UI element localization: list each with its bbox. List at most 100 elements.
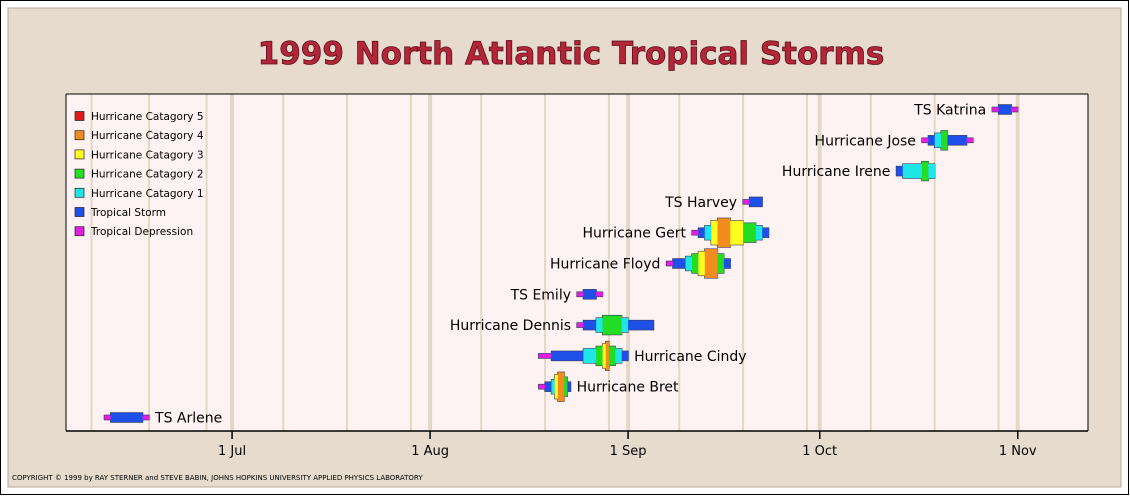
- storm-track-1: [538, 371, 572, 402]
- x-axis-ticks: 1 Jul 1 Aug 1 Sep 1 Oct 1 Nov: [218, 431, 1037, 459]
- storm-4-segment-2: [596, 292, 603, 297]
- storm-9-segment-3: [941, 130, 948, 150]
- storm-5-segment-2: [685, 256, 693, 271]
- legend-swatch-4: [74, 187, 85, 198]
- legend-label-1: Hurricane Catagory 4: [91, 130, 204, 142]
- storm-track-5: [665, 248, 731, 279]
- storm-label-4: TS Emily: [510, 287, 571, 303]
- storm-2-segment-3: [596, 346, 603, 366]
- storm-8-segment-2: [921, 161, 929, 181]
- storm-6-segment-7: [755, 225, 763, 240]
- storm-track-9: [921, 130, 974, 151]
- storm-1-segment-6: [567, 382, 571, 392]
- storm-2-segment-0: [538, 353, 552, 359]
- storm-track-0: [103, 412, 150, 423]
- storm-9-segment-4: [947, 135, 967, 145]
- storm-9-segment-5: [966, 138, 974, 143]
- chart-title: 1999 North Atlantic Tropical Storms: [258, 36, 885, 72]
- storm-2-segment-7: [615, 348, 623, 363]
- storm-track-3: [576, 314, 655, 336]
- storm-5-segment-5: [704, 249, 718, 278]
- legend-label-3: Hurricane Catagory 2: [91, 169, 204, 181]
- storm-3-segment-1: [583, 320, 597, 330]
- legend-swatch-0: [74, 111, 85, 121]
- storm-6-segment-6: [743, 223, 757, 243]
- storm-3-segment-4: [621, 318, 629, 333]
- gridlines: [90, 94, 1020, 431]
- storm-4-segment-1: [583, 289, 597, 299]
- storm-label-3: Hurricane Dennis: [450, 318, 571, 334]
- storm-6-segment-1: [698, 228, 706, 238]
- x-tick-label-3: 1 Oct: [802, 444, 837, 459]
- storm-0-segment-0: [104, 415, 112, 420]
- storm-1-segment-1: [545, 382, 552, 392]
- x-tick-label-1: 1 Aug: [411, 444, 449, 459]
- storm-10-segment-2: [1011, 107, 1019, 112]
- legend: Hurricane Catagory 5 Hurricane Catagory 4…: [74, 111, 204, 238]
- storm-1-segment-2: [551, 379, 555, 394]
- storm-label-8: Hurricane Irene: [782, 164, 890, 180]
- storm-4-segment-0: [577, 292, 584, 297]
- x-tick-label-2: 1 Sep: [610, 444, 647, 459]
- storm-1-segment-4: [557, 372, 565, 402]
- storm-track-6: [691, 217, 770, 248]
- storm-track-4: [576, 289, 604, 300]
- storm-5-segment-6: [717, 253, 725, 274]
- storm-5-segment-3: [691, 253, 699, 274]
- storm-5-segment-7: [723, 258, 731, 269]
- legend-label-0: Hurricane Catagory 5: [91, 111, 204, 123]
- storm-1-segment-3: [554, 374, 559, 399]
- storm-2-segment-6: [608, 346, 616, 366]
- storm-label-10: TS Katrina: [913, 103, 986, 119]
- storm-6-segment-4: [717, 218, 731, 248]
- storm-6-segment-3: [711, 220, 718, 245]
- storm-0-segment-2: [142, 415, 150, 420]
- storm-2-segment-1: [551, 351, 584, 361]
- storm-track-10: [991, 104, 1019, 115]
- storm-10-segment-1: [998, 104, 1012, 115]
- storm-label-6: Hurricane Gert: [582, 226, 686, 242]
- storm-10-segment-0: [992, 107, 999, 112]
- storm-2-segment-4: [602, 343, 607, 368]
- storm-6-segment-8: [762, 228, 769, 238]
- plot-area: [66, 94, 1088, 431]
- storm-9-segment-2: [934, 133, 942, 148]
- storm-2-segment-2: [583, 348, 597, 363]
- storm-label-2: Hurricane Cindy: [634, 349, 746, 365]
- storm-8-segment-0: [896, 166, 904, 176]
- storm-8-segment-1: [902, 164, 923, 179]
- storm-tracks: [103, 104, 1019, 423]
- storm-3-segment-3: [602, 315, 623, 335]
- storm-9-segment-0: [921, 138, 929, 143]
- storm-3-segment-5: [628, 320, 654, 330]
- storm-2-segment-5: [605, 341, 610, 371]
- storm-1-segment-0: [538, 384, 546, 389]
- storm-7-segment-0: [743, 199, 750, 205]
- storm-label-9: Hurricane Jose: [815, 133, 916, 149]
- storm-3-segment-0: [577, 322, 584, 328]
- storm-track-8: [895, 160, 936, 182]
- storm-6-segment-2: [704, 225, 712, 240]
- storm-2-segment-8: [621, 351, 629, 361]
- legend-swatch-2: [74, 149, 85, 160]
- legend-label-2: Hurricane Catagory 3: [91, 149, 204, 161]
- storm-0-segment-1: [110, 412, 143, 423]
- storm-5-segment-4: [698, 251, 706, 276]
- storm-8-segment-3: [928, 164, 935, 179]
- copyright-text: COPYRIGHT © 1999 by RAY STERNER and STEV…: [12, 474, 423, 482]
- storm-7-segment-1: [749, 197, 763, 207]
- legend-swatch-6: [74, 226, 85, 237]
- legend-label-4: Hurricane Catagory 1: [91, 188, 204, 200]
- x-tick-label-0: 1 Jul: [218, 444, 246, 459]
- legend-label-6: Tropical Depression: [90, 226, 193, 238]
- storm-9-segment-1: [928, 135, 935, 145]
- storm-6-segment-5: [730, 220, 744, 245]
- storm-track-7: [742, 196, 763, 208]
- x-tick-label-4: 1 Nov: [999, 444, 1037, 459]
- legend-label-5: Tropical Storm: [90, 207, 166, 219]
- legend-swatch-1: [74, 130, 85, 141]
- storm-label-5: Hurricane Floyd: [550, 257, 660, 273]
- legend-swatch-5: [74, 207, 85, 217]
